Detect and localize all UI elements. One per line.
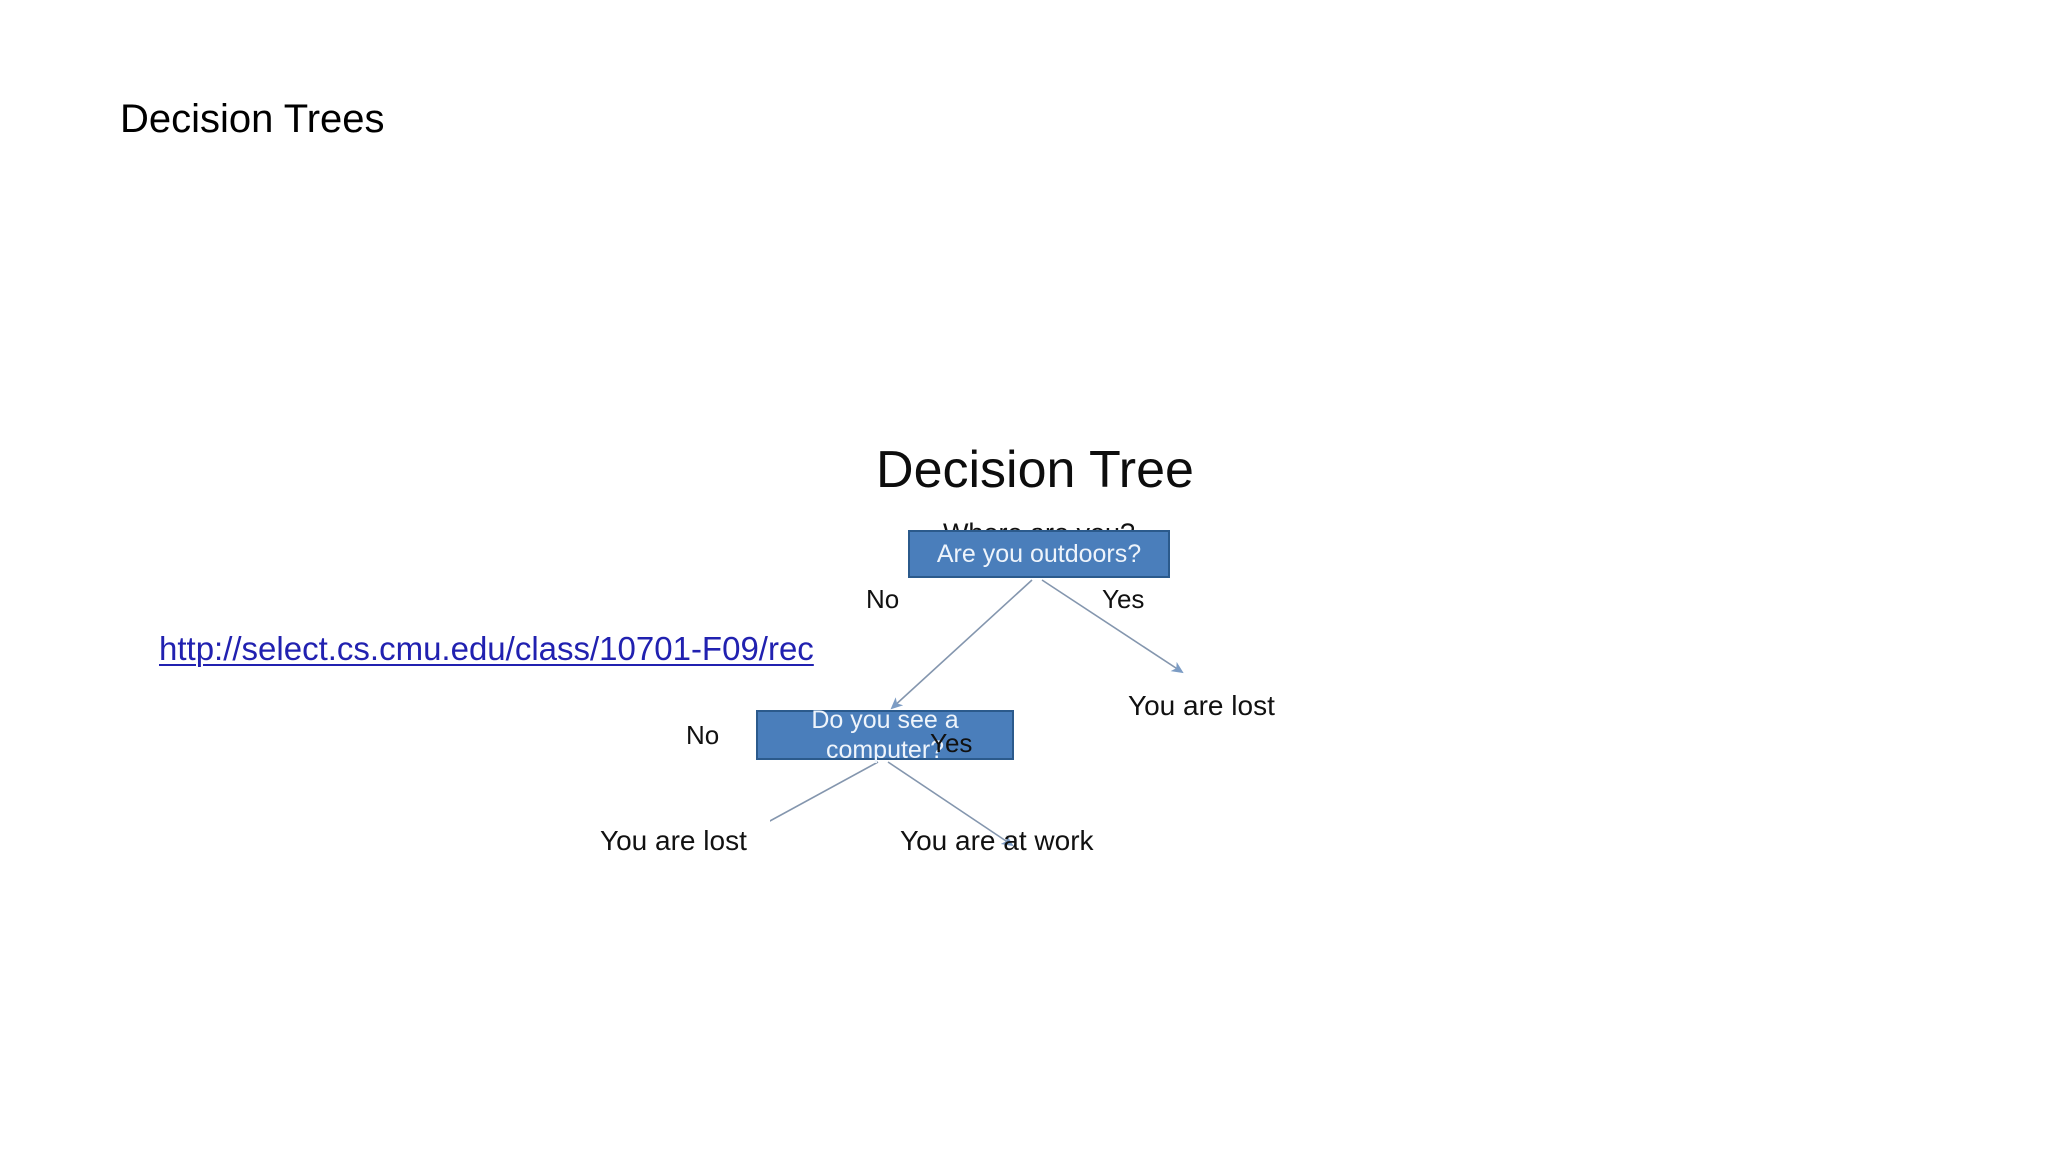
course-link[interactable]: http://select.cs.cmu.edu/class/10701-F09… — [159, 630, 814, 667]
edge-computer-yes — [887, 761, 1014, 847]
decision-node-do-you-see-a-computer[interactable]: Do you see a computer? — [756, 706, 1014, 764]
leaf-node-you-are-lost-right: You are lost — [1128, 690, 1275, 721]
edge-computer-no — [770, 761, 879, 822]
edge-label-root-yes: Yes — [1102, 584, 1145, 614]
edge-label-root-no: No — [866, 584, 900, 614]
edge-root-no — [890, 579, 1033, 710]
leaf-node-you-are-lost-bottom: You are lost — [600, 825, 747, 856]
leaf-node-you-are-at-work: You are at work — [900, 825, 1094, 856]
page-title: Decision Trees — [120, 97, 385, 141]
tree-connectors — [770, 579, 1184, 847]
edge-label-computer-no: No — [686, 720, 720, 750]
decision-tree-figure: Decision Tree Where are you? Are you out… — [600, 440, 1810, 1060]
edge-root-yes — [1041, 579, 1184, 674]
decision-node-are-you-outdoors[interactable]: Are you outdoors? — [908, 530, 1170, 578]
edge-label-computer-yes: Yes — [930, 728, 973, 758]
figure-heading: Decision Tree — [876, 441, 1194, 499]
